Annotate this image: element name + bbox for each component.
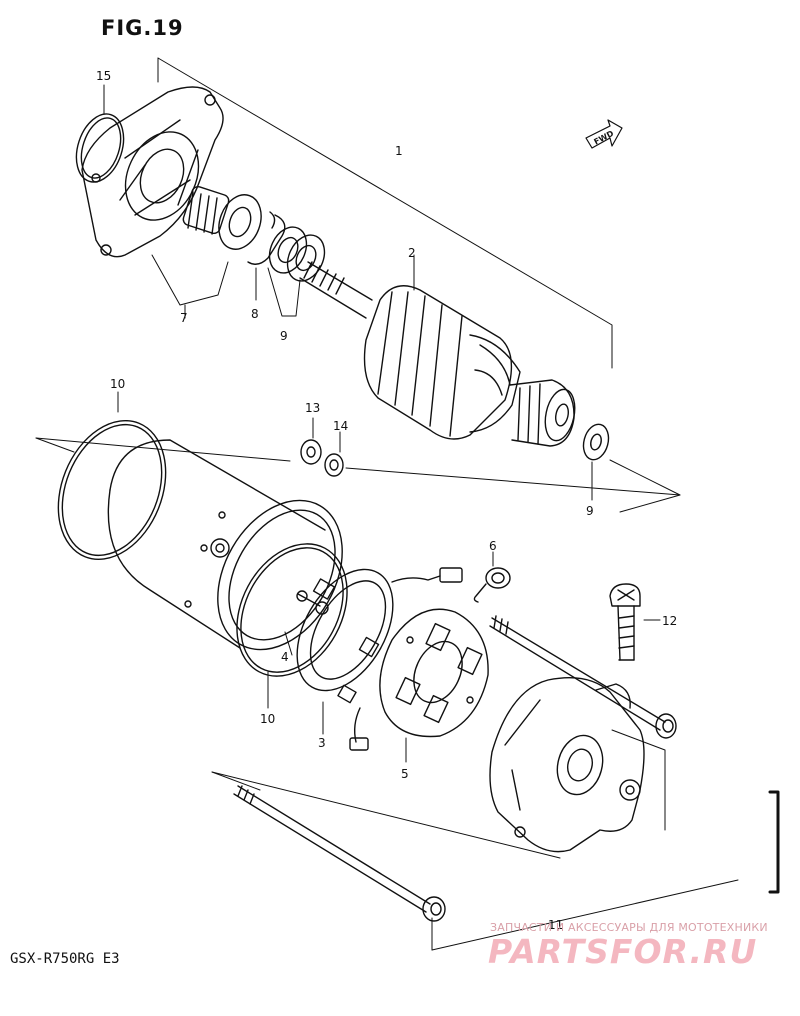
part-11-through-bolt-upper [489,615,677,739]
part-2-armature [299,254,576,447]
callout-6: 6 [489,539,497,553]
part-6-brush-spring [473,551,511,603]
callout-11: 11 [548,918,563,932]
part-3-brush-holder [284,567,463,751]
end-bracket [489,677,645,853]
yoke-housing [107,439,343,651]
part-5-brush-plate [379,608,489,763]
callout-8: 8 [251,307,259,321]
oil-seal [218,194,262,250]
part-7-bearing [151,185,230,319]
callout-3: 3 [318,736,326,750]
callout-5: 5 [401,767,409,781]
assembly-bracket-yoke [35,437,681,513]
watermark-logo: PARTSFOR.RU [488,932,758,971]
part-10-o-ring-left [57,391,167,561]
callout-2: 2 [408,246,416,260]
part-11-through-bolt-lower [233,785,446,922]
housing-end-cover [81,86,224,258]
page-edge-mark [768,790,780,894]
callout-10-lower: 10 [260,712,275,726]
callout-4: 4 [281,650,289,664]
watermark-tagline: ЗАПЧАСТИ И АКСЕССУАРЫ ДЛЯ МОТОТЕХНИКИ [490,921,768,934]
callout-10-upper: 10 [110,377,125,391]
assembly-bracket-1 [157,57,613,369]
model-code: GSX-R750RG E3 [10,951,120,967]
part-9-washer-lower [582,423,610,501]
part-9-washers-upper [267,226,326,317]
callout-1: 1 [395,144,403,158]
callout-12: 12 [662,614,677,628]
callout-15: 15 [96,69,111,83]
figure-title: FIG.19 [101,16,184,40]
forward-direction-arrow: FWD [585,119,623,149]
callout-7: 7 [180,311,188,325]
callout-14: 14 [333,419,348,433]
callout-labels: 1 2 3 4 5 6 7 8 9 9 10 10 11 12 13 14 15 [96,69,677,932]
part-8-circlip [247,211,286,301]
callout-13: 13 [305,401,320,415]
callout-9-lower: 9 [586,504,594,518]
part-12-bolt [609,583,661,661]
part-13-nut [300,417,322,465]
callout-9-upper: 9 [280,329,288,343]
part-14-washer [324,431,344,477]
assembly-bracket-11 [211,729,739,951]
part-10-o-ring-right [236,543,348,709]
